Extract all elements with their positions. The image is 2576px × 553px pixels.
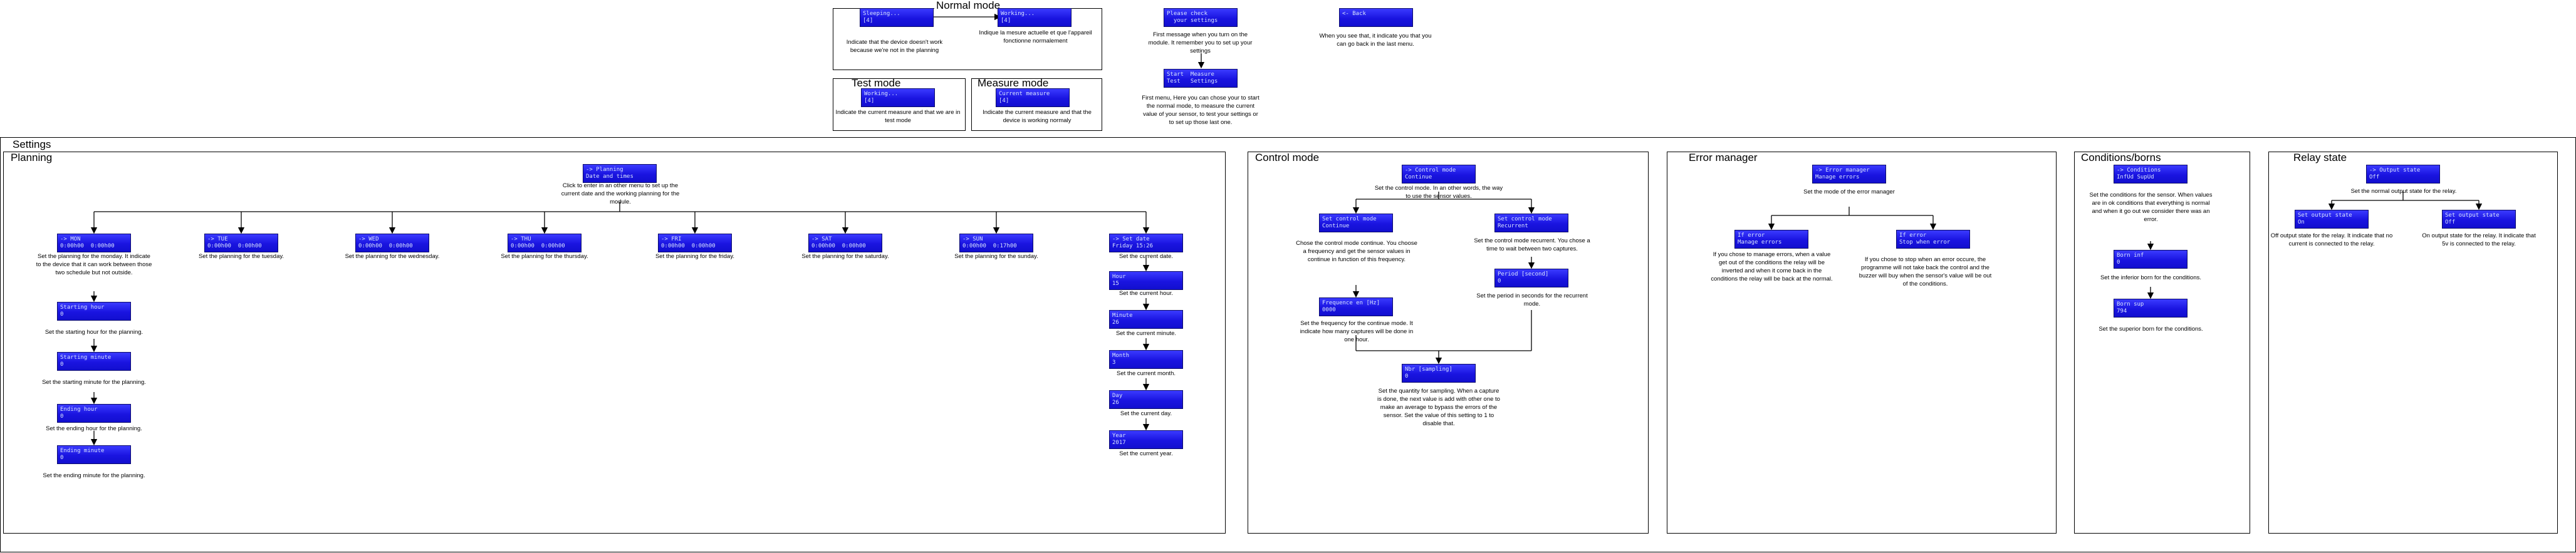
note-period: Set the period in seconds for the recurr… — [1476, 292, 1588, 308]
lcd-planning[interactable]: -> Planning Date and times — [583, 164, 657, 183]
note-stop-when-error: If you chose to stop when an error occur… — [1859, 256, 1992, 287]
lcd-ending-hour: Ending hour 0 — [57, 404, 131, 423]
lcd-starting-minute: Starting minute 0 — [57, 352, 131, 371]
test-mode-box — [833, 78, 966, 131]
lcd-day-mon[interactable]: -> MON 0:00h00 0:00h00 — [57, 234, 131, 252]
settings-title: Settings — [13, 138, 51, 150]
relay-state-title: Relay state — [2293, 152, 2347, 163]
lcd-frequence: Frequence en [Hz] 0000 — [1319, 297, 1393, 316]
note-day-sun: Set the planning for the sunday. — [954, 253, 1038, 260]
conditions-box — [2074, 152, 2250, 534]
lcd-date-hour: Hour 15 — [1109, 271, 1183, 290]
lcd-ending-minute: Ending minute 0 — [57, 445, 131, 464]
lcd-output-on[interactable]: Set output state On — [2295, 210, 2369, 229]
note-control-mode: Set the control mode. In an other words,… — [1374, 185, 1503, 200]
conditions-title: Conditions/borns — [2081, 152, 2161, 163]
lcd-date-day: Day 26 — [1109, 390, 1183, 409]
lcd-starting-hour: Starting hour 0 — [57, 302, 131, 321]
error-manager-box — [1667, 152, 2057, 534]
lcd-test: Working... [4] — [861, 88, 935, 107]
note-sampling: Set the quantity for sampling. When a ca… — [1377, 388, 1500, 427]
lcd-day-fri[interactable]: -> FRI 0:00h00 0:00h00 — [658, 234, 732, 252]
note-born-sup: Set the superior born for the conditions… — [2099, 326, 2203, 333]
test-mode-title: Test mode — [852, 77, 901, 89]
note-starting-hour: Set the starting hour for the planning. — [44, 329, 143, 336]
note-ending-minute: Set the ending minute for the planning. — [43, 472, 145, 479]
note-error-manager: Set the mode of the error manager — [1803, 189, 1895, 195]
note-starting-minute: Set the starting minute for the planning… — [42, 379, 146, 386]
lcd-day-wed[interactable]: -> WED 0:00h00 0:00h00 — [355, 234, 429, 252]
note-day-thu: Set the planning for the thursday. — [501, 253, 588, 260]
note-ending-hour: Set the ending hour for the planning. — [46, 425, 142, 432]
note-date-year: Set the current year. — [1119, 450, 1173, 457]
lcd-day-thu[interactable]: -> THU 0:00h00 0:00h00 — [508, 234, 581, 252]
lcd-date-year: Year 2017 — [1109, 430, 1183, 449]
note-day-sat: Set the planning for the saturday. — [801, 253, 889, 260]
note-frequence: Set the frequency for the continue mode.… — [1300, 320, 1414, 343]
relay-state-box — [2268, 152, 2558, 534]
note-date-minute: Set the current minute. — [1115, 330, 1177, 337]
lcd-measure: Current measure [4] — [996, 88, 1070, 107]
note-start-menu: First menu, Here you can chose your to s… — [1142, 95, 1259, 126]
lcd-day-sat[interactable]: -> SAT 0:00h00 0:00h00 — [808, 234, 882, 252]
note-day-tue: Set the planning for the tuesday. — [198, 253, 284, 260]
lcd-stop-when-error[interactable]: If error Stop when error — [1896, 230, 1970, 249]
note-day-wed: Set the planning for the wednesday. — [345, 253, 440, 260]
lcd-please-check: Please check your settings — [1164, 8, 1238, 27]
note-please-check: First message when you turn on the modul… — [1148, 31, 1253, 54]
note-control-recurrent: Set the control mode recurrent. You chos… — [1474, 237, 1590, 252]
error-manager-title: Error manager — [1689, 152, 1758, 163]
lcd-sampling: Nbr [sampling] 0 — [1402, 364, 1476, 383]
note-set-date: Set the current date. — [1119, 253, 1174, 260]
lcd-sleeping: Sleeping... [4] — [860, 8, 934, 27]
lcd-start-menu: Start Measure Test Settings — [1164, 69, 1238, 88]
note-day-mon: Set the planning for the monday. It indi… — [36, 253, 152, 276]
lcd-date-month: Month 3 — [1109, 350, 1183, 369]
note-conditions: Set the conditions for the sensor. When … — [2089, 192, 2213, 223]
lcd-control-continue[interactable]: Set control mode Continue — [1319, 214, 1393, 232]
planning-title: Planning — [11, 152, 53, 163]
measure-mode-box — [971, 78, 1102, 131]
note-back: When you see that, it indicate you that … — [1319, 33, 1432, 48]
note-control-continue: Chose the control mode continue. You cho… — [1296, 240, 1417, 263]
lcd-manage-errors[interactable]: If error Manage errors — [1734, 230, 1808, 249]
lcd-day-sun[interactable]: -> SUN 0:00h00 0:17h00 — [959, 234, 1033, 252]
lcd-back: <- Back — [1339, 8, 1413, 27]
note-date-day: Set the current day. — [1120, 410, 1172, 417]
lcd-born-inf: Born inf 0 — [2114, 250, 2188, 269]
note-born-inf: Set the inferior born for the conditions… — [2100, 274, 2202, 281]
note-date-hour: Set the current hour. — [1119, 290, 1174, 297]
lcd-date-minute: Minute 26 — [1109, 310, 1183, 329]
lcd-output-off[interactable]: Set output state Off — [2442, 210, 2516, 229]
note-day-fri: Set the planning for the friday. — [655, 253, 735, 260]
note-measure: Indicate the current measure and that th… — [983, 109, 1092, 124]
lcd-set-date[interactable]: -> Set date Friday 15:26 — [1109, 234, 1183, 252]
lcd-conditions[interactable]: -> Conditions InfUd SupUd — [2114, 165, 2188, 183]
note-working: Indique la mesure actuelle et que l'appa… — [979, 29, 1092, 44]
lcd-control-mode[interactable]: -> Control mode Continue — [1402, 165, 1476, 183]
lcd-working: Working... [4] — [998, 8, 1072, 27]
lcd-day-tue[interactable]: -> TUE 0:00h00 0:00h00 — [204, 234, 278, 252]
lcd-control-recurrent[interactable]: Set control mode Recurrent — [1494, 214, 1568, 232]
note-planning: Click to enter in an other menu to set u… — [561, 182, 680, 205]
lcd-born-sup: Born sup 794 — [2114, 299, 2188, 318]
normal-mode-title: Normal mode — [934, 0, 1003, 11]
note-manage-errors: If you chose to manage errors, when a va… — [1711, 251, 1833, 282]
planning-box — [3, 152, 1226, 534]
note-output-off: On output state for the relay. It indica… — [2422, 232, 2536, 247]
lcd-period: Period [second] 0 — [1494, 269, 1568, 287]
control-mode-title: Control mode — [1255, 152, 1320, 163]
note-output-state: Set the normal output state for the rela… — [2350, 188, 2457, 195]
note-output-on: Off output state for the relay. It indic… — [2270, 232, 2393, 247]
note-date-month: Set the current month. — [1117, 370, 1176, 377]
measure-mode-title: Measure mode — [978, 77, 1049, 89]
lcd-output-state[interactable]: -> Output state Off — [2366, 165, 2440, 183]
lcd-error-manager[interactable]: -> Error manager Manage errors — [1812, 165, 1886, 183]
note-test: Indicate the current measure and that we… — [835, 109, 961, 124]
control-mode-box — [1248, 152, 1649, 534]
note-sleeping: Indicate that the device doesn't work be… — [846, 39, 943, 54]
